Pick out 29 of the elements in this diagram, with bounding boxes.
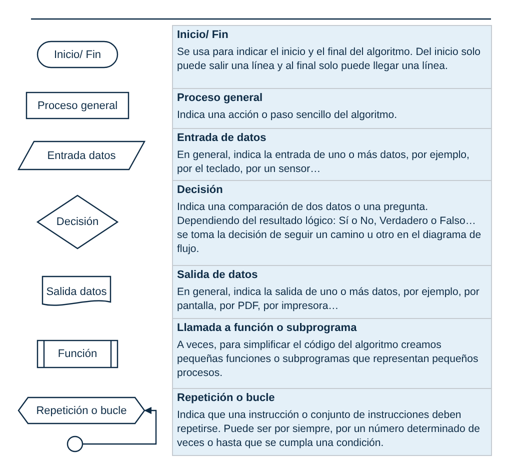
description-cell — [172, 180, 492, 266]
symbol-label: Función — [56, 348, 98, 360]
symbol-label: Entrada datos — [46, 150, 117, 162]
description-text: En general, indica la entrada de uno o más datos, por ejemplo, por el teclado, por un sensor… — [177, 148, 470, 176]
description-text: Indica una acción o paso sencillo del algoritmo. — [177, 108, 398, 122]
symbol-heading: Repetición o bucle — [177, 391, 276, 406]
description-text: Indica una comparación de dos datos o una pregunta. Dependiendo del resultado lógico: Sí o No, Verdadero o Falso… se toma la decisión de seguir un camino u otro en el diagrama de flujo. — [177, 200, 482, 256]
symbol-label: Inicio/ Fin — [52, 48, 102, 60]
symbol-heading: Proceso general — [177, 91, 264, 106]
symbol-heading: Salida de datos — [177, 268, 259, 283]
symbol-heading: Inicio/ Fin — [177, 28, 230, 43]
description-text: En general, indica la salida de uno o más datos, por ejemplo, por pantalla, por PDF, por impresora… — [177, 285, 480, 313]
description-cell — [172, 88, 492, 129]
symbol-label: Decisión — [55, 216, 100, 228]
description-cell — [172, 265, 492, 319]
symbol-heading: Entrada de datos — [177, 131, 268, 146]
description-cell — [172, 25, 492, 89]
symbol-heading: Llamada a función o subprograma — [177, 321, 358, 336]
symbol-label: Salida datos — [45, 286, 108, 298]
symbol-heading: Decisión — [177, 183, 224, 198]
description-cell — [172, 388, 492, 456]
description-text: Se usa para indicar el inicio y el final del algoritmo. Del inicio solo puede salir una línea y al final solo puede llegar una línea. — [177, 45, 482, 73]
description-cell — [172, 128, 492, 181]
description-cell — [172, 318, 492, 389]
description-text: Indica que una instrucción o conjunto de instrucciones deben repetirse. Puede ser por siempre, por un número determinado de veces o hasta que se cumpla una condición. — [177, 408, 481, 450]
symbol-label: Proceso general — [36, 100, 119, 112]
loop-arrow — [83, 406, 157, 445]
symbol-label: Repetición o bucle — [35, 404, 128, 416]
description-text: A veces, para simplificar el código del algoritmo creamos pequeñas funciones o subprogramas que representan pequeños procesos. — [177, 338, 480, 380]
